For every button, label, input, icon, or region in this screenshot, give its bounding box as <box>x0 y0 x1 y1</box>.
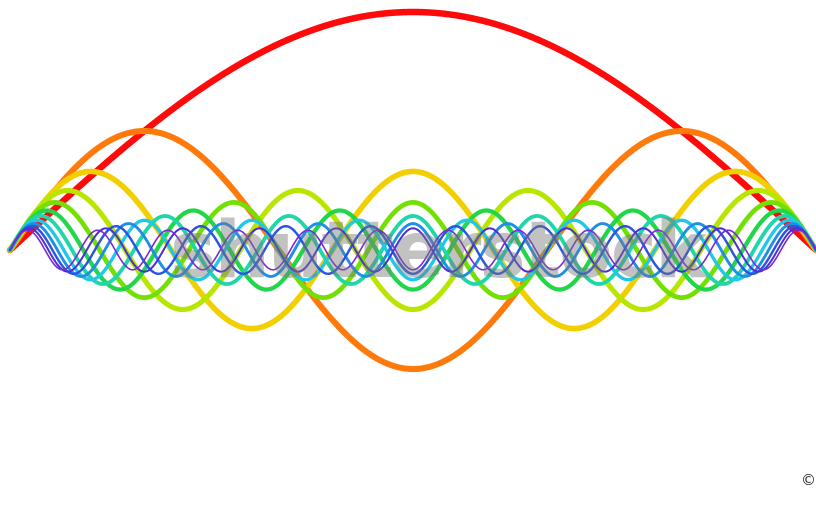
wave-harmonic-13 <box>8 214 816 286</box>
wave-harmonic-21 <box>9 227 816 273</box>
wave-harmonic-11 <box>7 208 816 292</box>
wave-harmonic-19 <box>8 224 816 276</box>
wave-harmonic-3 <box>6 127 816 373</box>
wave-harmonic-23 <box>9 229 816 271</box>
wave-harmonic-9 <box>7 200 816 300</box>
wave-layer <box>6 8 816 373</box>
wave-harmonic-7 <box>7 187 816 313</box>
wave-harmonic-5 <box>7 168 816 332</box>
wave-harmonic-15 <box>8 218 816 282</box>
wave-harmonic-17 <box>8 222 816 278</box>
copyright-symbol: © <box>801 471 816 489</box>
